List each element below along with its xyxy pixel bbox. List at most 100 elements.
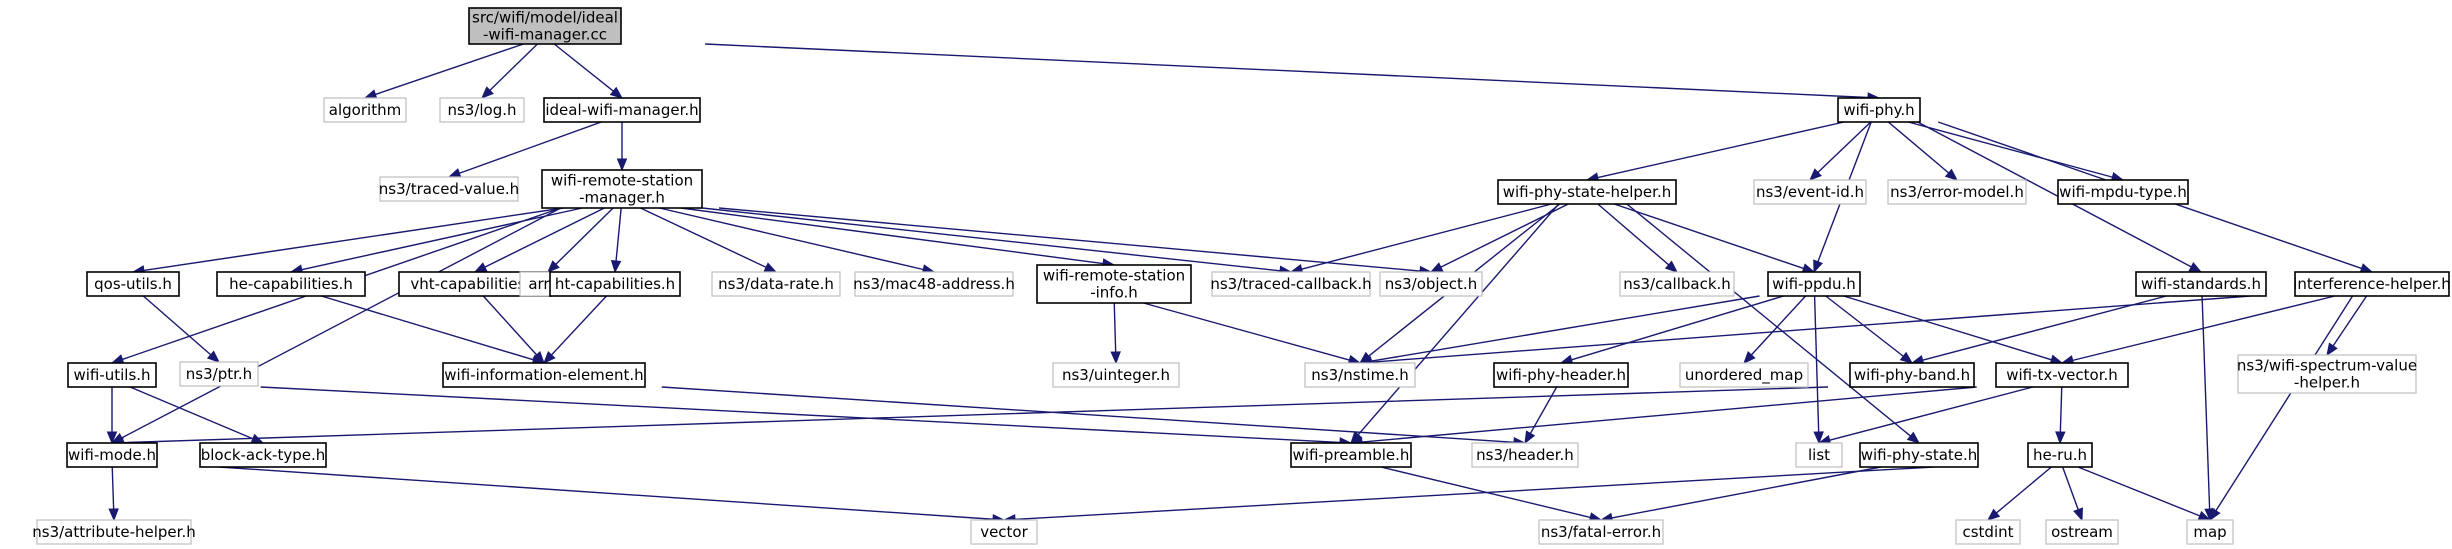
node-ostream: ostream xyxy=(2045,519,2119,545)
node-box xyxy=(1767,271,1861,297)
node-wifiutils[interactable]: wifi-utils.h xyxy=(67,362,157,388)
node-label: vector xyxy=(980,523,1028,541)
edge-wifiphy-to-wpsh xyxy=(1585,121,1845,183)
node-htcap[interactable]: ht-capabilities.h xyxy=(549,271,681,297)
edge-line xyxy=(2077,466,2201,517)
edge-line xyxy=(1825,295,1904,357)
edge-arrowhead xyxy=(1899,351,1914,364)
edge-preamble-to-fatalerror xyxy=(1380,466,1603,523)
node-txvector[interactable]: wifi-tx-vector.h xyxy=(1995,362,2129,388)
node-label: src/wifi/model/ideal xyxy=(472,9,618,27)
edge-line xyxy=(129,386,254,440)
node-label: wifi-phy-header.h xyxy=(1496,366,1626,384)
node-wifippdu[interactable]: wifi-ppdu.h xyxy=(1767,271,1861,297)
edge-line xyxy=(1995,466,2052,514)
edge-wpsh-to-callback xyxy=(1597,203,1679,273)
node-label: ns3/event-id.h xyxy=(1756,183,1864,201)
edge-line xyxy=(1529,386,1558,434)
node-fatalerror: ns3/fatal-error.h xyxy=(1538,519,1664,545)
edge-line xyxy=(218,466,994,520)
edge-line xyxy=(705,43,1869,99)
node-interf[interactable]: interference-helper.h xyxy=(2293,271,2451,297)
node-box xyxy=(1538,519,1664,545)
node-box xyxy=(216,271,366,297)
node-blockack[interactable]: block-ack-type.h xyxy=(199,442,327,468)
node-cstdint: cstdint xyxy=(1955,519,2021,545)
edge-idealwm-to-wrsm xyxy=(616,122,628,172)
node-map: map xyxy=(2186,519,2234,545)
node-wifimode[interactable]: wifi-mode.h xyxy=(66,442,158,468)
edge-wpsh-to-preamble xyxy=(1350,203,1560,444)
edge-line xyxy=(2061,466,2079,510)
node-mpdutype[interactable]: wifi-mpdu-type.h xyxy=(2057,179,2189,205)
node-phyheader[interactable]: wifi-phy-header.h xyxy=(1493,362,1629,388)
node-idealwm[interactable]: ideal-wifi-manager.h xyxy=(543,97,701,123)
node-box xyxy=(1837,97,1921,123)
edge-wifippdu-to-umap xyxy=(1743,295,1807,364)
edge-line xyxy=(555,207,614,265)
node-datarate: ns3/data-rate.h xyxy=(711,271,841,297)
edge-line xyxy=(1817,121,1872,173)
edge-line xyxy=(122,386,1829,444)
edge-interf-to-spectrum xyxy=(2326,295,2368,357)
node-hecap[interactable]: he-capabilities.h xyxy=(216,271,366,297)
edge-line xyxy=(1380,466,1591,519)
edge-wrsinfo-to-uinteger xyxy=(1110,302,1121,365)
node-wie[interactable]: wifi-information-element.h xyxy=(442,362,646,388)
node-box xyxy=(1493,362,1629,388)
edge-line xyxy=(1887,121,1950,174)
node-object: ns3/object.h xyxy=(1379,271,1483,297)
edge-wrsm-to-tracedcb xyxy=(702,207,1293,276)
node-heru[interactable]: he-ru.h xyxy=(2027,442,2093,468)
node-root[interactable]: src/wifi/model/ideal-wifi-manager.cc xyxy=(468,7,622,45)
node-phyband[interactable]: wifi-phy-band.h xyxy=(1849,362,1975,388)
edge-line xyxy=(640,207,767,268)
node-wifistandards[interactable]: wifi-standards.h xyxy=(2135,271,2267,297)
node-umap: unordered_map xyxy=(1679,362,1809,388)
node-wifiphy[interactable]: wifi-phy.h xyxy=(1837,97,1921,123)
edges-layer xyxy=(106,43,2374,525)
node-box xyxy=(541,169,703,209)
edge-line xyxy=(1357,203,1560,436)
edge-txvector-to-list xyxy=(1817,386,2034,446)
node-phystate[interactable]: wifi-phy-state.h xyxy=(1859,442,1979,468)
edge-line xyxy=(1571,295,1784,361)
node-label: ns3/object.h xyxy=(1385,275,1477,293)
edge-line xyxy=(1440,203,1569,268)
node-algorithm: algorithm xyxy=(323,97,407,123)
edge-arrowhead xyxy=(108,508,119,522)
edge-wpsh-to-wifippdu xyxy=(1614,203,1816,274)
node-box xyxy=(2294,271,2450,297)
node-preamble[interactable]: wifi-preamble.h xyxy=(1290,442,1412,468)
node-label: wifi-mode.h xyxy=(68,446,156,464)
node-wrsinfo[interactable]: wifi-remote-station-info.h xyxy=(1036,264,1192,304)
edge-arrowhead xyxy=(206,350,220,363)
edge-arrowhead xyxy=(481,86,494,99)
edge-phyheader-to-header xyxy=(1524,386,1558,445)
node-attrhelper: ns3/attribute-helper.h xyxy=(32,519,196,545)
node-label: wifi-ppdu.h xyxy=(1772,275,1856,293)
node-label: ns3/nstime.h xyxy=(1311,366,1408,384)
edge-arrowhead xyxy=(473,262,488,273)
node-box xyxy=(1036,264,1192,304)
node-qosutils[interactable]: qos-utils.h xyxy=(86,271,180,297)
edge-line xyxy=(2201,295,2211,510)
edge-line xyxy=(2072,295,2335,362)
edge-wie-to-header xyxy=(661,386,1527,448)
node-wrsm[interactable]: wifi-remote-station-manager.h xyxy=(541,169,703,209)
node-label: qos-utils.h xyxy=(94,275,172,293)
node-box xyxy=(1849,362,1975,388)
edge-line xyxy=(553,43,614,92)
edge-wrsm-to-array xyxy=(547,207,614,273)
node-wpsh[interactable]: wifi-phy-state-helper.h xyxy=(1497,179,1677,205)
node-box xyxy=(2237,354,2417,394)
edge-txvector-to-wifimode xyxy=(110,386,1829,448)
edge-arrowhead xyxy=(543,351,556,364)
node-box xyxy=(543,97,701,123)
edge-heru-to-vector xyxy=(1002,466,1934,525)
edge-line xyxy=(2059,386,2063,433)
node-box xyxy=(1955,519,2021,545)
node-label: ns3/mac48-address.h xyxy=(853,275,1015,293)
node-eventid: ns3/event-id.h xyxy=(1753,179,1867,205)
node-box xyxy=(1471,442,1579,468)
